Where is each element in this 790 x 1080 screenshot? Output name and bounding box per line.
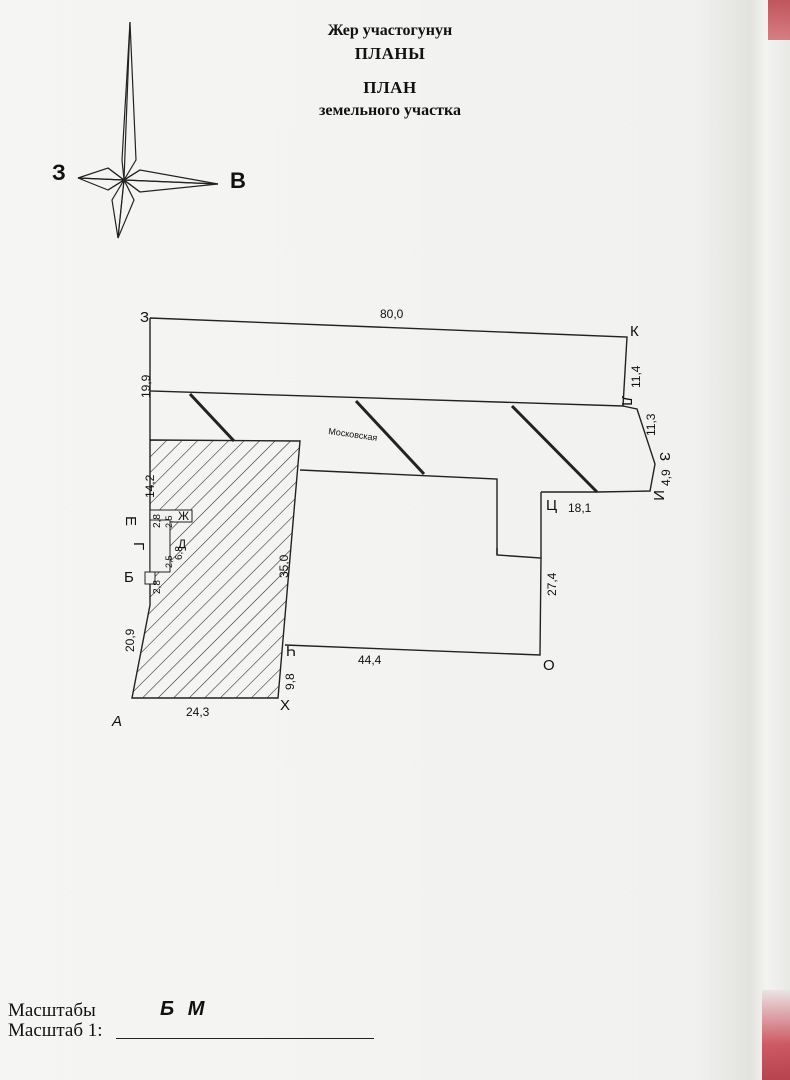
dim-bottom-left: 24,3 xyxy=(186,705,210,719)
dim-inner-right: 35,0 xyxy=(277,554,291,578)
dim-notch-3: 6,8 xyxy=(174,546,185,560)
street-name-label: Московская xyxy=(328,426,378,443)
dim-left-middle: 14,2 xyxy=(143,474,157,498)
compass-west-label: З xyxy=(52,160,66,185)
dim-right-vertical: 27,4 xyxy=(545,572,559,596)
point-label-g: Г xyxy=(130,542,147,550)
plan-outline xyxy=(149,317,656,656)
scale-kyrgyz-label: Масштабы xyxy=(8,1000,96,1021)
dim-notch-1: 2,8 xyxy=(152,580,163,594)
scale-russian-label: Масштаб 1: xyxy=(8,1020,103,1041)
street-markings xyxy=(188,392,599,494)
red-cover-edge-bottom xyxy=(762,990,790,1080)
point-label-k: К xyxy=(630,323,639,340)
point-label-ch: Ч xyxy=(286,642,296,659)
point-label-zh: Ж xyxy=(178,509,189,523)
dim-right-diag: 11,3 xyxy=(644,413,658,436)
point-label-e: Е xyxy=(122,516,139,526)
dim-left-lower: 20,9 xyxy=(123,628,137,652)
dim-left-upper: 19,9 xyxy=(139,374,153,398)
dim-notch-4: 2,5 xyxy=(164,515,174,528)
scale-underline xyxy=(116,1038,374,1039)
notch-detail xyxy=(144,509,193,585)
point-label-d: Д xyxy=(178,537,186,551)
title-kyrgyz-line-1: Жер участогунун xyxy=(327,22,453,39)
dim-small-right: 9,8 xyxy=(283,673,297,690)
point-label-a: А xyxy=(111,713,122,730)
compass-east-label: В xyxy=(230,168,246,193)
point-label-ts: Ц xyxy=(546,497,557,514)
red-cover-edge-top xyxy=(768,0,790,40)
point-label-z-right: З xyxy=(656,452,673,461)
dim-notch-5: 2,5 xyxy=(164,555,174,568)
title-russian-line-1: ПЛАН xyxy=(363,78,417,97)
compass-rose-icon xyxy=(77,21,219,239)
dim-right-upper: 11,4 xyxy=(629,365,643,388)
point-label-l: Л xyxy=(618,396,635,406)
dim-mid-right: 18,1 xyxy=(568,501,592,515)
dim-top: 80,0 xyxy=(380,307,404,321)
point-label-b: Б xyxy=(124,569,134,586)
point-label-i: И xyxy=(650,490,667,501)
title-russian-line-2: земельного участка xyxy=(318,102,461,119)
point-label-z-top: З xyxy=(140,309,149,326)
dim-bottom-right: 44,4 xyxy=(358,653,382,667)
scale-value: Б М xyxy=(160,998,209,1020)
dim-right-small: 4,9 xyxy=(659,469,673,486)
point-label-kh: Х xyxy=(280,697,290,714)
title-kyrgyz-line-2: ПЛАНЫ xyxy=(354,44,426,63)
point-label-o: О xyxy=(543,657,555,674)
dim-notch-2: 2,8 xyxy=(152,514,163,528)
